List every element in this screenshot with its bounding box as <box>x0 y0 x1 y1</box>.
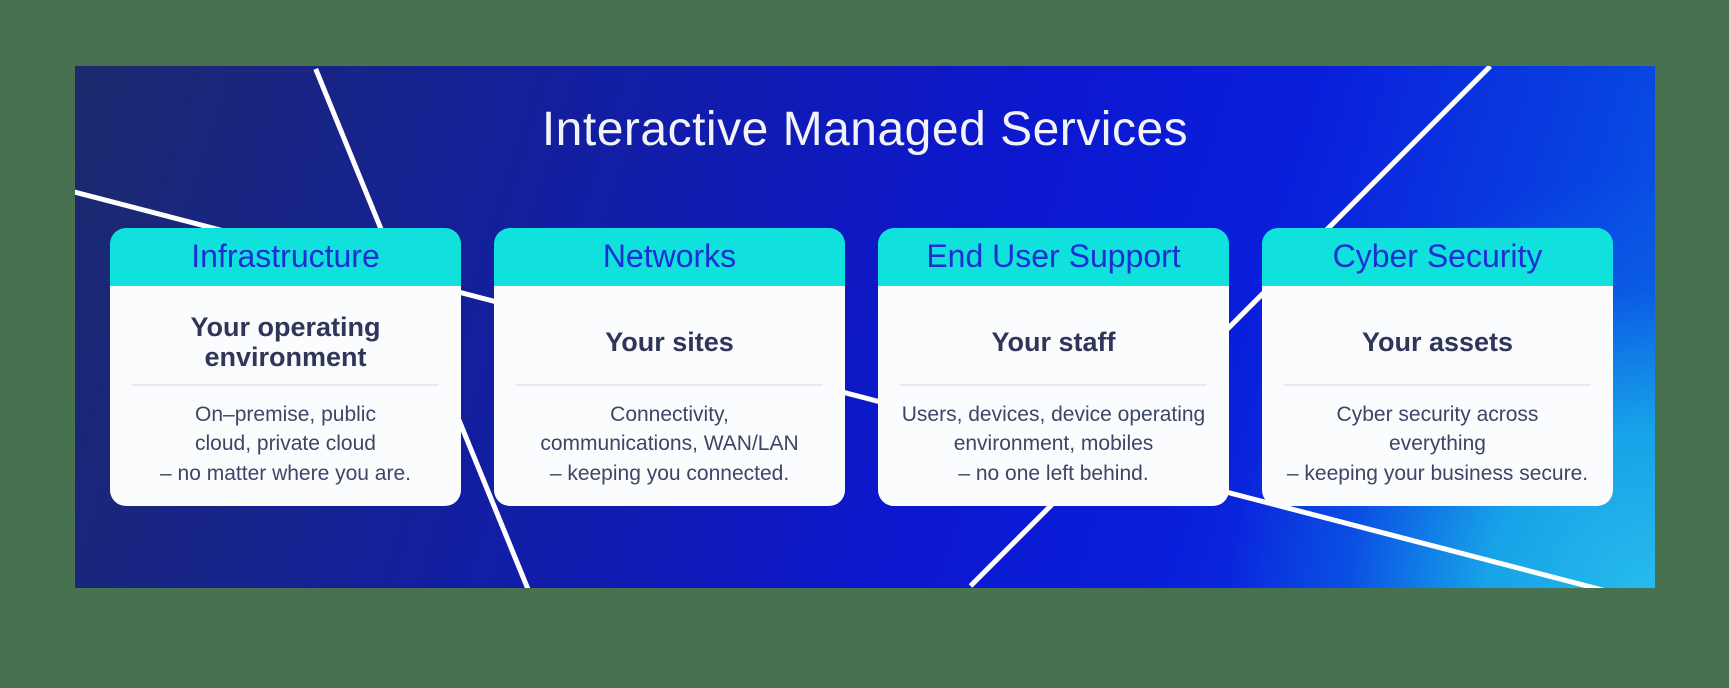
card-divider <box>132 383 439 386</box>
page-title: Interactive Managed Services <box>541 103 1189 156</box>
card-end-user-support: End User Support Your staff Users, devic… <box>878 228 1229 506</box>
description-line: – no matter where you are. <box>160 461 411 485</box>
subtitle-line: Your sites <box>605 326 734 357</box>
card-subtitle: Your staff <box>991 300 1115 384</box>
description-line: everything <box>1389 432 1486 456</box>
card-body-cyber-security: Your assets Cyber security across everyt… <box>1262 285 1613 506</box>
card-cyber-security: Cyber Security Your assets Cyber securit… <box>1262 228 1613 506</box>
description-line: communications, WAN/LAN <box>540 432 799 456</box>
description-line: – keeping your business secure. <box>1286 461 1589 485</box>
card-subtitle: Your assets <box>1362 300 1513 384</box>
description-line: – no one left behind. <box>958 461 1149 485</box>
subtitle-line: Your operating <box>190 311 381 342</box>
card-subtitle: Your operating environment <box>190 300 380 384</box>
card-header-cyber-security: Cyber Security <box>1262 228 1613 286</box>
description-line: environment, mobiles <box>953 432 1154 456</box>
subtitle-line: environment <box>204 341 367 372</box>
cards-row: Infrastructure Your operating environmen… <box>110 228 1613 506</box>
card-networks: Networks Your sites Connectivity, commun… <box>494 228 845 506</box>
description-line: cloud, private cloud <box>195 432 376 456</box>
description-line: Users, devices, device operating <box>901 402 1206 426</box>
banner: Interactive Managed Services Infrastruct… <box>75 66 1655 588</box>
card-description: Connectivity, communications, WAN/LAN – … <box>540 400 798 488</box>
card-divider <box>900 383 1207 386</box>
card-divider <box>516 383 823 386</box>
card-header-end-user-support: End User Support <box>878 228 1229 286</box>
card-header-networks: Networks <box>494 228 845 286</box>
description-line: Connectivity, <box>610 402 729 426</box>
card-body-infrastructure: Your operating environment On–premise, p… <box>110 285 461 506</box>
card-body-networks: Your sites Connectivity, communications,… <box>494 285 845 506</box>
card-body-end-user-support: Your staff Users, devices, device operat… <box>878 285 1229 506</box>
card-header-infrastructure: Infrastructure <box>110 228 461 286</box>
card-subtitle: Your sites <box>605 300 734 384</box>
card-description: On–premise, public cloud, private cloud … <box>160 400 411 488</box>
description-line: Cyber security across <box>1336 402 1539 426</box>
card-divider <box>1284 383 1591 386</box>
card-infrastructure: Infrastructure Your operating environmen… <box>110 228 461 506</box>
description-line: On–premise, public <box>195 402 376 426</box>
card-description: Cyber security across everything – keepi… <box>1287 400 1588 488</box>
subtitle-line: Your assets <box>1361 326 1514 357</box>
description-line: – keeping you connected. <box>549 461 790 485</box>
card-description: Users, devices, device operating environ… <box>902 400 1206 488</box>
subtitle-line: Your staff <box>991 326 1116 357</box>
